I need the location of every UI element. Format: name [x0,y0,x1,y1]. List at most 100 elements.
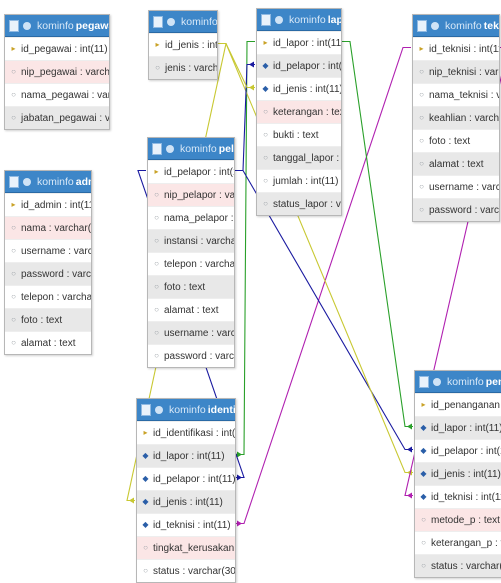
column-row[interactable]: ○telepon : varchar(15) [5,285,91,308]
column-label: alamat : text [21,337,76,349]
table-options-icon[interactable] [23,177,31,186]
column-row[interactable]: ○tingkat_kerusakan : varchar(50) [137,536,235,559]
column-row[interactable]: ▸id_admin : int(11) [5,193,91,216]
column-row[interactable]: ▸id_lapor : int(11) [257,31,341,54]
column-row[interactable]: ◆id_lapor : int(11) [415,416,501,439]
column-row[interactable]: ○bukti : text [257,123,341,146]
column-row[interactable]: ○password : varchar(60) [148,344,234,367]
column-row[interactable]: ◆id_lapor : int(11) [137,444,235,467]
column-label: alamat : text [164,304,219,316]
table-name: identifikasi [207,403,235,416]
table-options-icon[interactable] [23,21,31,30]
table-options-icon[interactable] [166,144,174,153]
table-options-icon[interactable] [431,21,439,30]
column-row[interactable]: ○jumlah : int(11) [257,169,341,192]
column-row[interactable]: ○status : varchar(30) [137,559,235,582]
column-row[interactable]: ○nip_pegawai : varchar(50) [5,60,109,83]
column-row[interactable]: ▸id_pelapor : int(11) [148,160,234,183]
column-row[interactable]: ○jabatan_pegawai : varchar(50) [5,106,109,129]
column-label: id_pegawai : int(11) [21,43,108,55]
table-identifikasi[interactable]: kominfoidentifikasi▸id_identifikasi : in… [136,398,236,583]
column-row[interactable]: ◆id_pelapor : int(11) [415,439,501,462]
column-row[interactable]: ○username : varchar(20) [5,239,91,262]
column-row[interactable]: ○status : varchar(30) [415,554,501,577]
column-label: id_lapor : int(11) [431,422,501,434]
column-row[interactable]: ○alamat : text [5,331,91,354]
column-row[interactable]: ▸id_pegawai : int(11) [5,37,109,60]
table-toggle-icon[interactable] [152,142,162,155]
column-icon: ○ [11,67,16,76]
column-row[interactable]: ○nama_pelapor : varchar(50) [148,206,234,229]
table-header[interactable]: kominfopelapor [148,138,234,160]
column-row[interactable]: ○nama_pegawai : varchar(50) [5,83,109,106]
table-header[interactable]: kominfopegawai [5,15,109,37]
table-toggle-icon[interactable] [9,19,19,32]
table-options-icon[interactable] [167,17,175,26]
table-teknisi[interactable]: kominfoteknisi▸id_teknisi : int(11)○nip_… [412,14,500,222]
table-header[interactable]: kominfoadmin [5,171,91,193]
column-row[interactable]: ○keterangan : text [257,100,341,123]
column-row[interactable]: ○foto : text [413,129,499,152]
column-row[interactable]: ○jenis : varchar(50) [149,56,217,79]
column-row[interactable]: ○nama_teknisi : varchar(50) [413,83,499,106]
column-row[interactable]: ○alamat : text [413,152,499,175]
column-row[interactable]: ○nama : varchar(50) [5,216,91,239]
column-row[interactable]: ◆id_jenis : int(11) [137,490,235,513]
column-icon: ○ [154,351,159,360]
column-row[interactable]: ◆id_jenis : int(11) [257,77,341,100]
column-label: bukti : text [273,129,319,141]
column-row[interactable]: ◆id_teknisi : int(11) [415,485,501,508]
table-header[interactable]: kominfolapor [257,9,341,31]
column-row[interactable]: ▸id_teknisi : int(11) [413,37,499,60]
column-row[interactable]: ○nip_teknisi : varchar(50) [413,60,499,83]
table-jenis[interactable]: kominfojenis▸id_jenis : int(11)○jenis : … [148,10,218,80]
column-row[interactable]: ○nip_pelapor : varchar(50) [148,183,234,206]
column-row[interactable]: ▸id_identifikasi : int(11) [137,421,235,444]
table-options-icon[interactable] [155,405,163,414]
table-header[interactable]: kominfoteknisi [413,15,499,37]
table-toggle-icon[interactable] [141,403,151,416]
column-row[interactable]: ◆id_jenis : int(11) [415,462,501,485]
column-label: id_pelapor : int(11) [153,473,235,485]
foreign-key-icon: ◆ [420,469,427,478]
column-row[interactable]: ○metode_p : text [415,508,501,531]
column-row[interactable]: ○telepon : varchar(15) [148,252,234,275]
column-row[interactable]: ○alamat : text [148,298,234,321]
column-row[interactable]: ○keahlian : varchar(50) [413,106,499,129]
column-row[interactable]: ○password : varchar(60) [413,198,499,221]
column-row[interactable]: ○username : varchar(20) [413,175,499,198]
table-pelapor[interactable]: kominfopelapor▸id_pelapor : int(11)○nip_… [147,137,235,368]
relation-arrow-icon [129,497,134,504]
column-row[interactable]: ○username : varchar(20) [148,321,234,344]
table-lapor[interactable]: kominfolapor▸id_lapor : int(11)◆id_pelap… [256,8,342,216]
key-icon: ▸ [421,400,426,409]
table-toggle-icon[interactable] [261,13,271,26]
column-row[interactable]: ◆id_pelapor : int(11) [257,54,341,77]
table-options-icon[interactable] [433,377,441,386]
table-toggle-icon[interactable] [419,375,429,388]
table-header[interactable]: kominfojenis [149,11,217,33]
column-row[interactable]: ○keterangan_p : text [415,531,501,554]
column-row[interactable]: ○status_lapor : varchar(20) [257,192,341,215]
column-row[interactable]: ○tanggal_lapor : date [257,146,341,169]
table-penanganan[interactable]: kominfopenanganan▸id_penanganan : int(11… [414,370,501,578]
table-toggle-icon[interactable] [417,19,427,32]
column-row[interactable]: ○password : varchar(60) [5,262,91,285]
table-header[interactable]: kominfopenanganan [415,371,501,393]
table-pegawai[interactable]: kominfopegawai▸id_pegawai : int(11)○nip_… [4,14,110,130]
column-row[interactable]: ○foto : text [148,275,234,298]
column-row[interactable]: ◆id_teknisi : int(11) [137,513,235,536]
column-row[interactable]: ▸id_penanganan : int(11) [415,393,501,416]
column-row[interactable]: ◆id_pelapor : int(11) [137,467,235,490]
table-toggle-icon[interactable] [153,15,163,28]
table-options-icon[interactable] [275,15,283,24]
table-header[interactable]: kominfoidentifikasi [137,399,235,421]
table-admin[interactable]: kominfoadmin▸id_admin : int(11)○nama : v… [4,170,92,355]
column-row[interactable]: ○instansi : varchar(100) [148,229,234,252]
column-row[interactable]: ▸id_jenis : int(11) [149,33,217,56]
column-row[interactable]: ○foto : text [5,308,91,331]
foreign-key-icon: ◆ [142,451,149,460]
column-label: jumlah : int(11) [273,175,339,187]
table-toggle-icon[interactable] [9,175,19,188]
